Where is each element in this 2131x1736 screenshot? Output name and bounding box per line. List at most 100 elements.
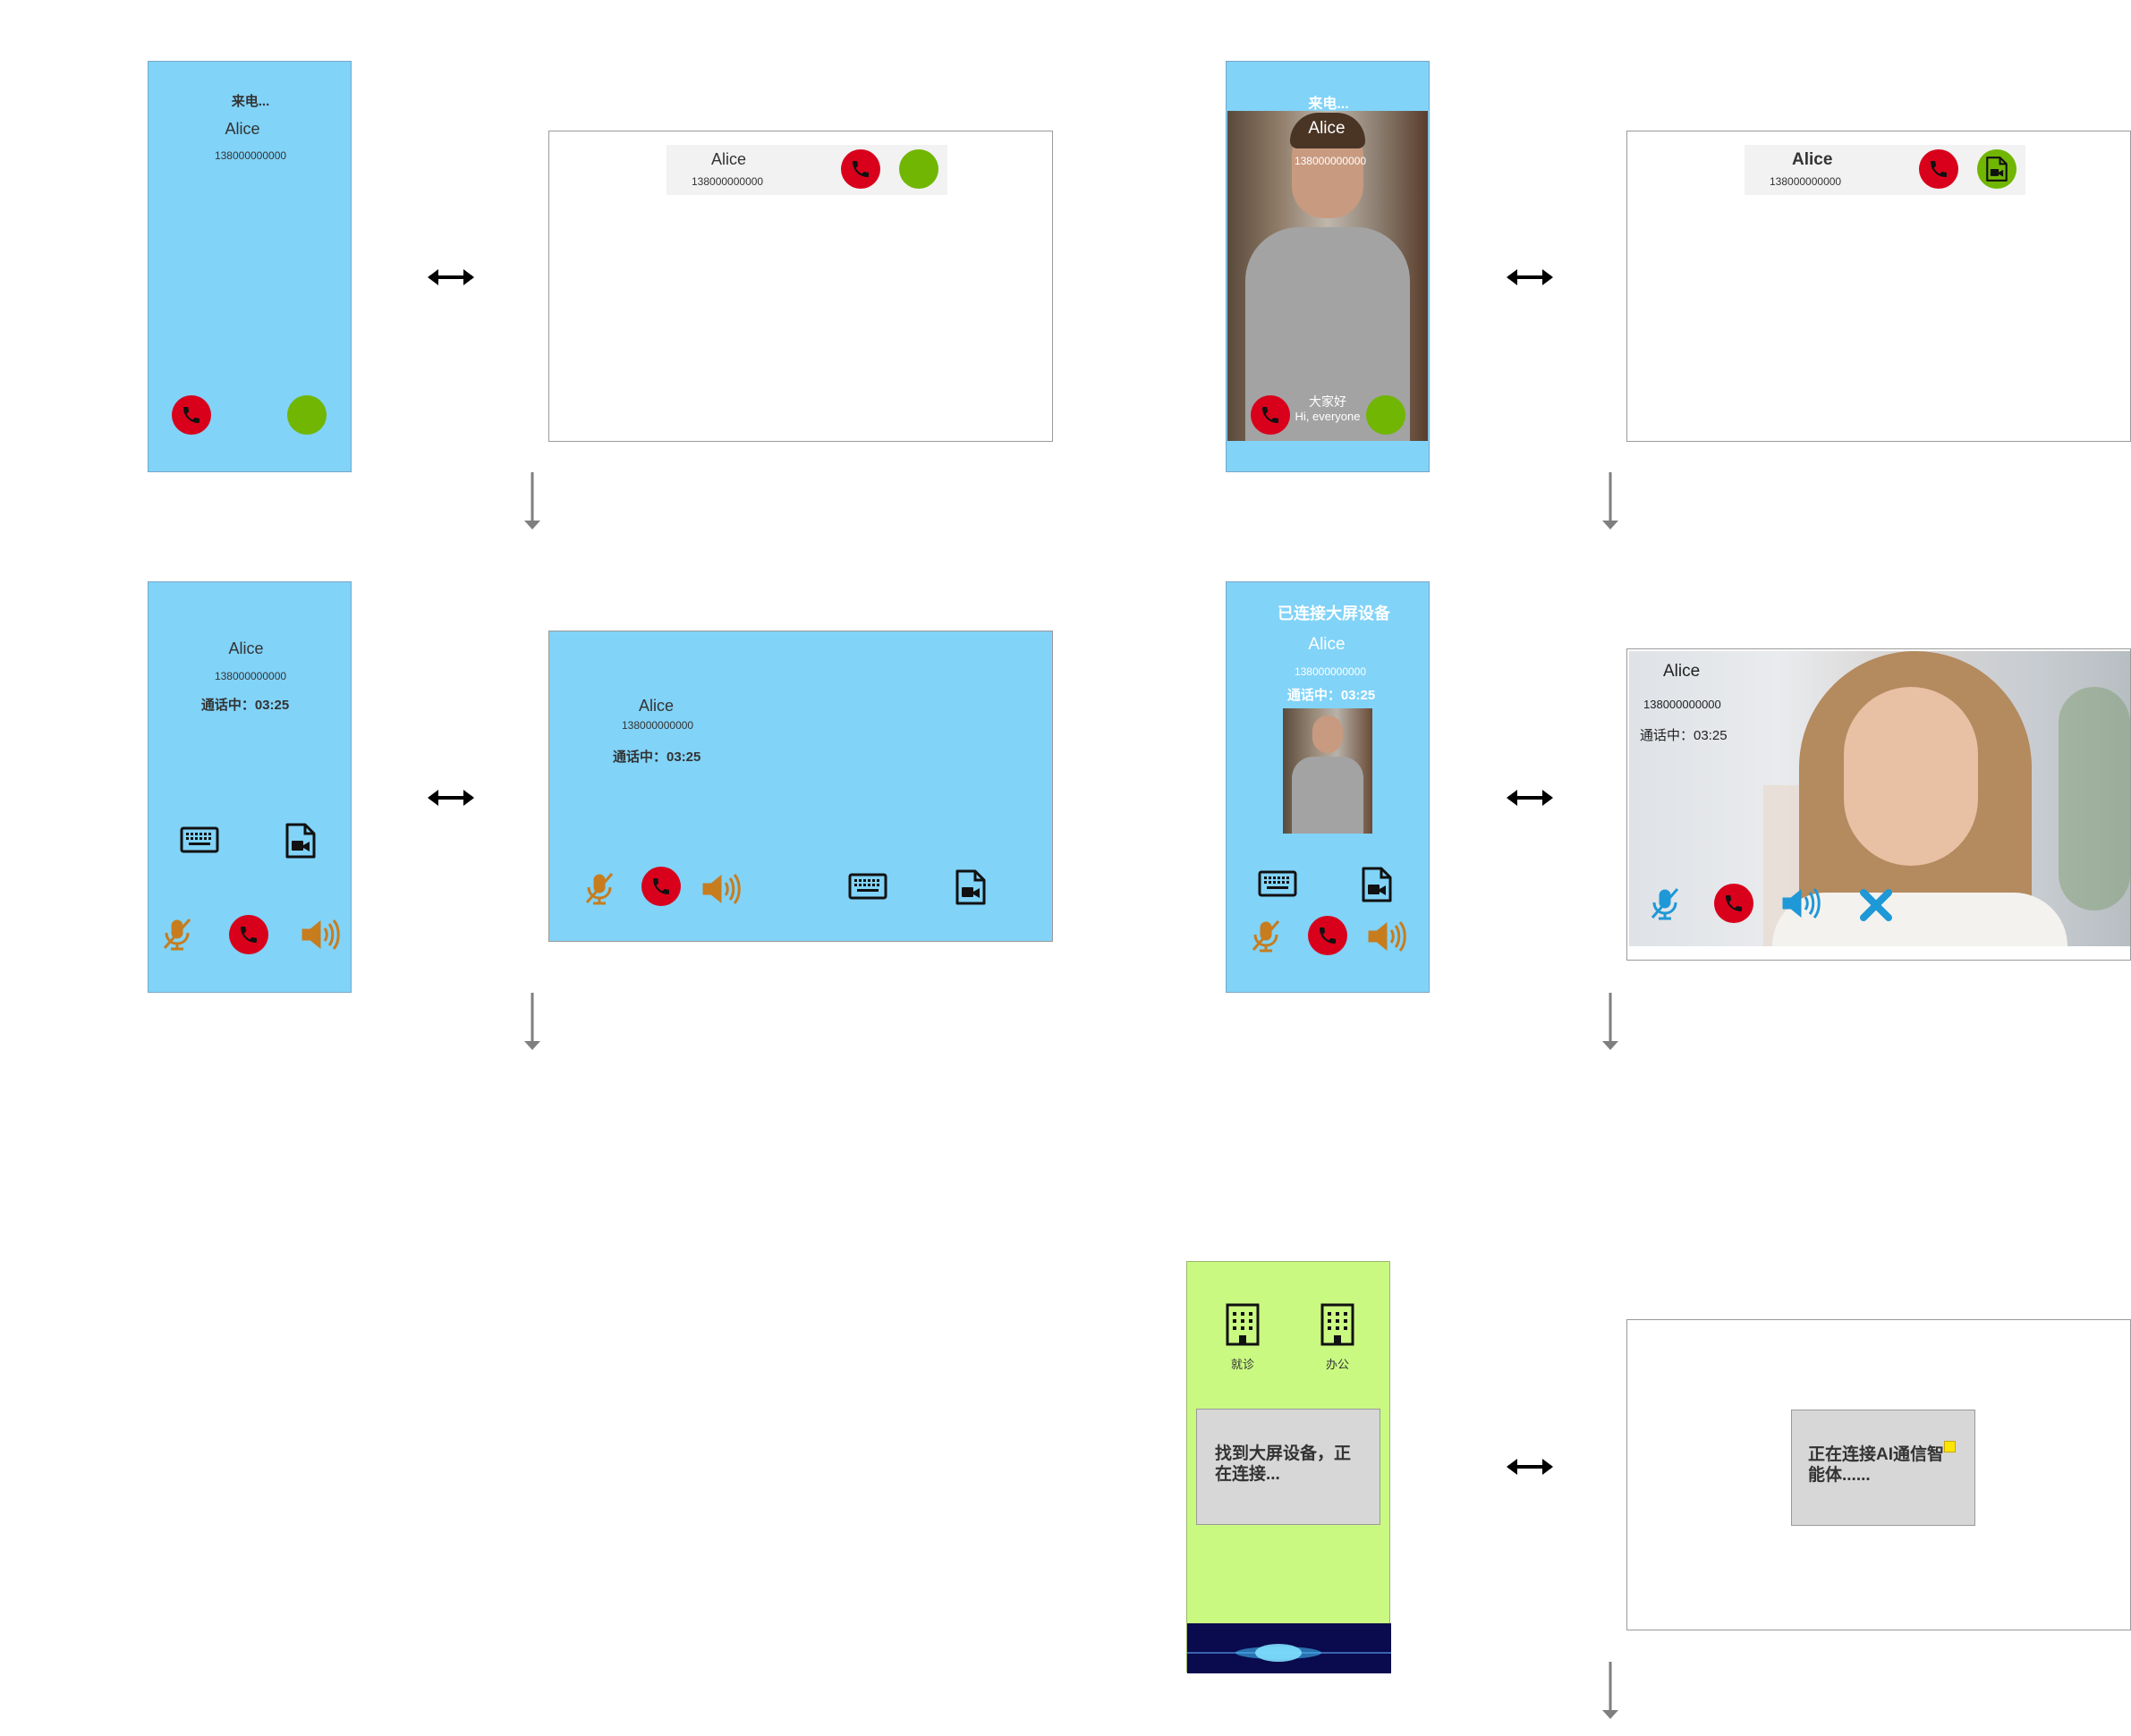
video-file-icon <box>1361 866 1393 903</box>
caller-number: 138000000000 <box>1643 698 1721 711</box>
accept-call-button[interactable] <box>899 149 938 189</box>
tv-incoming-call-screen: Alice 138000000000 <box>548 131 1053 442</box>
down-arrow-icon <box>524 472 540 529</box>
speaker-icon <box>1365 919 1408 954</box>
speaker-icon <box>299 917 342 953</box>
voice-wave-icon <box>1187 1644 1391 1662</box>
keyboard-icon <box>180 826 219 853</box>
call-title: 来电... <box>1308 97 1349 112</box>
close-video-button[interactable] <box>1858 887 1894 923</box>
caller-name: Alice <box>228 639 264 657</box>
phone-home-connecting-screen: 就诊 办公 找到大屏设备，正在连接... <box>1186 1261 1391 1673</box>
incoming-call-banner: Alice 138000000000 <box>666 145 947 195</box>
mute-mic-icon <box>159 916 195 952</box>
speaker-icon <box>700 871 743 907</box>
speaker-button[interactable] <box>299 917 342 953</box>
caller-number: 138000000000 <box>1770 175 1842 188</box>
mute-button[interactable] <box>159 916 195 952</box>
phone-connected-big-screen: 已连接大屏设备 Alice 138000000000 通话中：03:25 <box>1226 581 1430 993</box>
caller-number: 138000000000 <box>214 149 287 162</box>
remote-video-feed: Alice 138000000000 通话中：03:25 <box>1629 651 2130 946</box>
hangup-button[interactable] <box>1919 149 1958 189</box>
phone-hangup-icon <box>1723 893 1745 914</box>
mute-button[interactable] <box>1647 885 1683 921</box>
mute-mic-icon <box>1647 885 1683 921</box>
phone-hangup-icon <box>181 404 202 426</box>
accept-video-call-button[interactable] <box>1977 149 2016 189</box>
ai-connecting-dialog: 正在连接AI通信智能体...... <box>1791 1410 1975 1526</box>
keypad-button[interactable] <box>1258 870 1297 897</box>
call-status: 通话中：03:25 <box>613 749 701 765</box>
call-title: 来电... <box>231 94 270 109</box>
note-marker <box>1944 1441 1956 1452</box>
mute-mic-icon <box>582 870 617 906</box>
mute-mic-icon <box>1248 918 1284 953</box>
office-building-icon <box>1320 1300 1355 1346</box>
bidirectional-arrow-icon <box>428 269 474 285</box>
caller-name: Alice <box>1308 119 1346 138</box>
phone-hangup-icon <box>1260 404 1281 426</box>
down-arrow-icon <box>1602 1662 1618 1719</box>
hospital-building-icon <box>1225 1300 1261 1346</box>
keypad-button[interactable] <box>848 873 887 900</box>
caller-name: Alice <box>1663 662 1701 681</box>
hangup-button[interactable] <box>229 915 268 954</box>
caller-name: Alice <box>711 150 747 168</box>
mute-button[interactable] <box>582 870 617 906</box>
caller-name: Alice <box>1792 150 1833 169</box>
speaker-button[interactable] <box>1779 885 1822 921</box>
bidirectional-arrow-icon <box>1507 790 1553 806</box>
keyboard-icon <box>848 873 887 900</box>
app-office[interactable] <box>1320 1300 1355 1346</box>
app-clinic[interactable] <box>1225 1300 1261 1346</box>
video-file-icon <box>1985 156 2008 182</box>
tv-video-incoming-screen: Alice 138000000000 <box>1626 131 2131 442</box>
caller-number: 138000000000 <box>1294 665 1367 678</box>
caller-name: Alice <box>225 120 260 138</box>
hangup-button[interactable] <box>1251 395 1290 435</box>
call-status: 通话中：03:25 <box>200 698 290 713</box>
speaker-icon <box>1779 885 1822 921</box>
speaker-button[interactable] <box>1365 919 1408 954</box>
accept-call-button[interactable] <box>287 395 327 435</box>
bidirectional-arrow-icon <box>1507 1459 1553 1475</box>
accept-call-button[interactable] <box>1366 395 1405 435</box>
mute-button[interactable] <box>1248 918 1284 953</box>
ai-connecting-dialog-text: 正在连接AI通信智能体...... <box>1808 1445 1945 1485</box>
connection-title: 已连接大屏设备 <box>1278 605 1390 622</box>
hangup-button[interactable] <box>841 149 880 189</box>
hangup-button[interactable] <box>172 395 211 435</box>
app-clinic-label: 就诊 <box>1230 1358 1254 1371</box>
video-switch-button[interactable] <box>955 868 987 906</box>
down-arrow-icon <box>1602 993 1618 1050</box>
speaker-button[interactable] <box>700 871 743 907</box>
phone-in-call-screen: Alice 138000000000 通话中：03:25 <box>148 581 352 993</box>
keypad-button[interactable] <box>180 826 219 853</box>
down-arrow-icon <box>524 993 540 1050</box>
phone-hangup-icon <box>650 876 672 897</box>
hangup-button[interactable] <box>641 867 681 906</box>
tv-in-call-screen: Alice 138000000000 通话中：03:25 <box>548 631 1053 942</box>
video-thumbnail <box>1283 708 1372 834</box>
close-icon <box>1860 889 1892 921</box>
down-arrow-icon <box>1602 472 1618 529</box>
bidirectional-arrow-icon <box>428 790 474 806</box>
caller-number: 138000000000 <box>622 719 694 732</box>
hangup-button[interactable] <box>1714 884 1753 923</box>
caller-name: Alice <box>639 697 675 715</box>
caller-number: 138000000000 <box>1294 155 1367 167</box>
phone-hangup-icon <box>1317 925 1338 946</box>
voice-assistant-bar[interactable] <box>1187 1623 1391 1673</box>
phone-video-incoming-screen: 大家好 Hi, everyone 来电... Alice 13800000000… <box>1226 61 1430 472</box>
video-file-icon <box>955 868 987 906</box>
caller-number: 138000000000 <box>692 175 764 188</box>
hangup-button[interactable] <box>1308 916 1347 955</box>
subtitle-english: Hi, everyone <box>1295 410 1361 423</box>
video-switch-button[interactable] <box>284 822 317 860</box>
phone-hangup-icon <box>1928 158 1949 180</box>
video-switch-button[interactable] <box>1361 866 1393 903</box>
call-status: 通话中：03:25 <box>1286 688 1376 703</box>
keyboard-icon <box>1258 870 1297 897</box>
tv-video-call-screen: Alice 138000000000 通话中：03:25 <box>1626 648 2131 961</box>
connecting-dialog: 找到大屏设备，正在连接... <box>1196 1409 1380 1525</box>
